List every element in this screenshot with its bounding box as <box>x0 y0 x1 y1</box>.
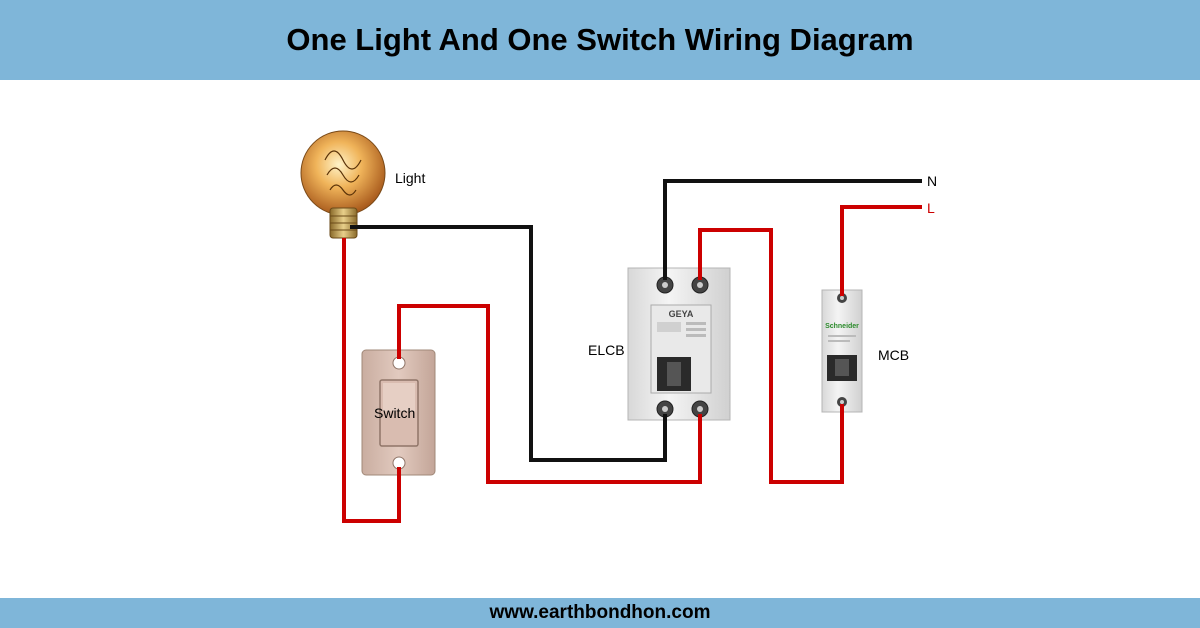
neutral-label: N <box>927 173 937 189</box>
live-wire-mcb-elcb <box>698 228 844 484</box>
elcb-device: GEYA <box>627 267 731 421</box>
title-banner: One Light And One Switch Wiring Diagram <box>0 0 1200 80</box>
switched-live-wire <box>342 238 401 523</box>
live-wire-supply <box>840 205 922 296</box>
mcb-brand: Schneider <box>825 323 859 330</box>
light-label: Light <box>395 170 425 186</box>
footer-banner: www.earthbondhon.com <box>0 598 1200 628</box>
wall-switch <box>361 349 436 476</box>
live-wire-elcb-switch <box>397 304 702 484</box>
light-bulb <box>300 130 386 239</box>
neutral-wire-lamp <box>350 225 667 462</box>
page-title: One Light And One Switch Wiring Diagram <box>286 22 914 57</box>
elcb-brand: GEYA <box>669 309 694 319</box>
mcb-device: Schneider <box>821 289 863 413</box>
elcb-label: ELCB <box>588 342 625 358</box>
mcb-label: MCB <box>878 347 909 363</box>
footer-url: www.earthbondhon.com <box>489 602 711 623</box>
live-label: L <box>927 200 935 216</box>
switch-label: Switch <box>374 405 415 421</box>
neutral-wire-supply <box>663 179 922 280</box>
wiring-diagram: Light Switch GEYA ELCB Schneider <box>300 130 937 523</box>
